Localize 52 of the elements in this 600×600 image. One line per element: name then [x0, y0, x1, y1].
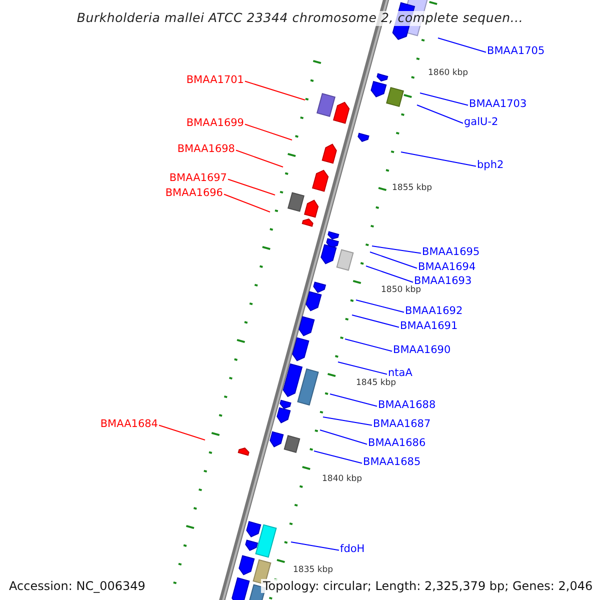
scale-label: 1835 kbp: [293, 566, 334, 574]
leader-line: [228, 178, 276, 196]
leader-line: [330, 394, 378, 407]
gene-label: BMAA1686: [368, 438, 426, 448]
leader-line: [290, 542, 340, 551]
scale-label: 1860 kbp: [428, 69, 468, 78]
gene-label: BMAA1694: [418, 262, 476, 272]
leader-line: [244, 80, 306, 100]
leader-line: [416, 104, 464, 124]
leader-line: [372, 246, 422, 254]
gene-label: BMAA1690: [393, 345, 451, 356]
leader-line: [344, 338, 392, 352]
scale-label: 1840 kbp: [322, 475, 362, 484]
gene-label: galU-2: [464, 117, 498, 128]
gene-label: BMAA1693: [414, 276, 472, 286]
gene-label: BMAA1685: [363, 457, 421, 468]
scale-label: 1855 kbp: [392, 184, 432, 192]
leader-line: [438, 38, 486, 53]
leader-line: [236, 150, 284, 168]
leader-line: [320, 430, 368, 445]
gene-label: BMAA1696: [165, 188, 223, 198]
leader-line: [356, 300, 404, 313]
gene-label: bph2: [477, 160, 504, 170]
leader-line: [400, 152, 476, 167]
leader-line: [158, 424, 206, 440]
leader-line: [314, 450, 362, 464]
gene-label: BMAA1697: [169, 173, 227, 184]
gene-label: BMAA1684: [100, 419, 158, 430]
accession-text: Accession: NC_006349: [7, 579, 148, 593]
leader-line: [224, 194, 270, 212]
gene-label: BMAA1701: [186, 75, 244, 86]
genome-summary: Topology: circular; Length: 2,325,379 bp; Genes: 2,046: [261, 579, 595, 593]
gene-label: BMAA1688: [378, 400, 436, 410]
leader-line: [322, 416, 372, 426]
leader-line: [244, 124, 292, 140]
leader-line: [352, 314, 400, 328]
gene-label: BMAA1692: [405, 306, 463, 316]
gene-label: fdoH: [340, 544, 365, 554]
leader-line: [370, 252, 418, 269]
leader-line: [420, 92, 468, 106]
gene-label: BMAA1699: [186, 118, 244, 128]
gene-label: BMAA1705: [487, 46, 545, 56]
leader-line: [338, 362, 388, 375]
gene-label: BMAA1698: [177, 144, 235, 154]
gene-label: BMAA1687: [373, 419, 431, 430]
leader-line: [366, 266, 414, 283]
scale-label: 1845 kbp: [356, 379, 396, 388]
gene-label: ntaA: [388, 368, 412, 378]
scale-label: 1850 kbp: [381, 286, 422, 294]
gene-label: BMAA1703: [469, 99, 527, 110]
gene-label: BMAA1695: [422, 247, 480, 258]
gene-label: BMAA1691: [400, 321, 458, 332]
